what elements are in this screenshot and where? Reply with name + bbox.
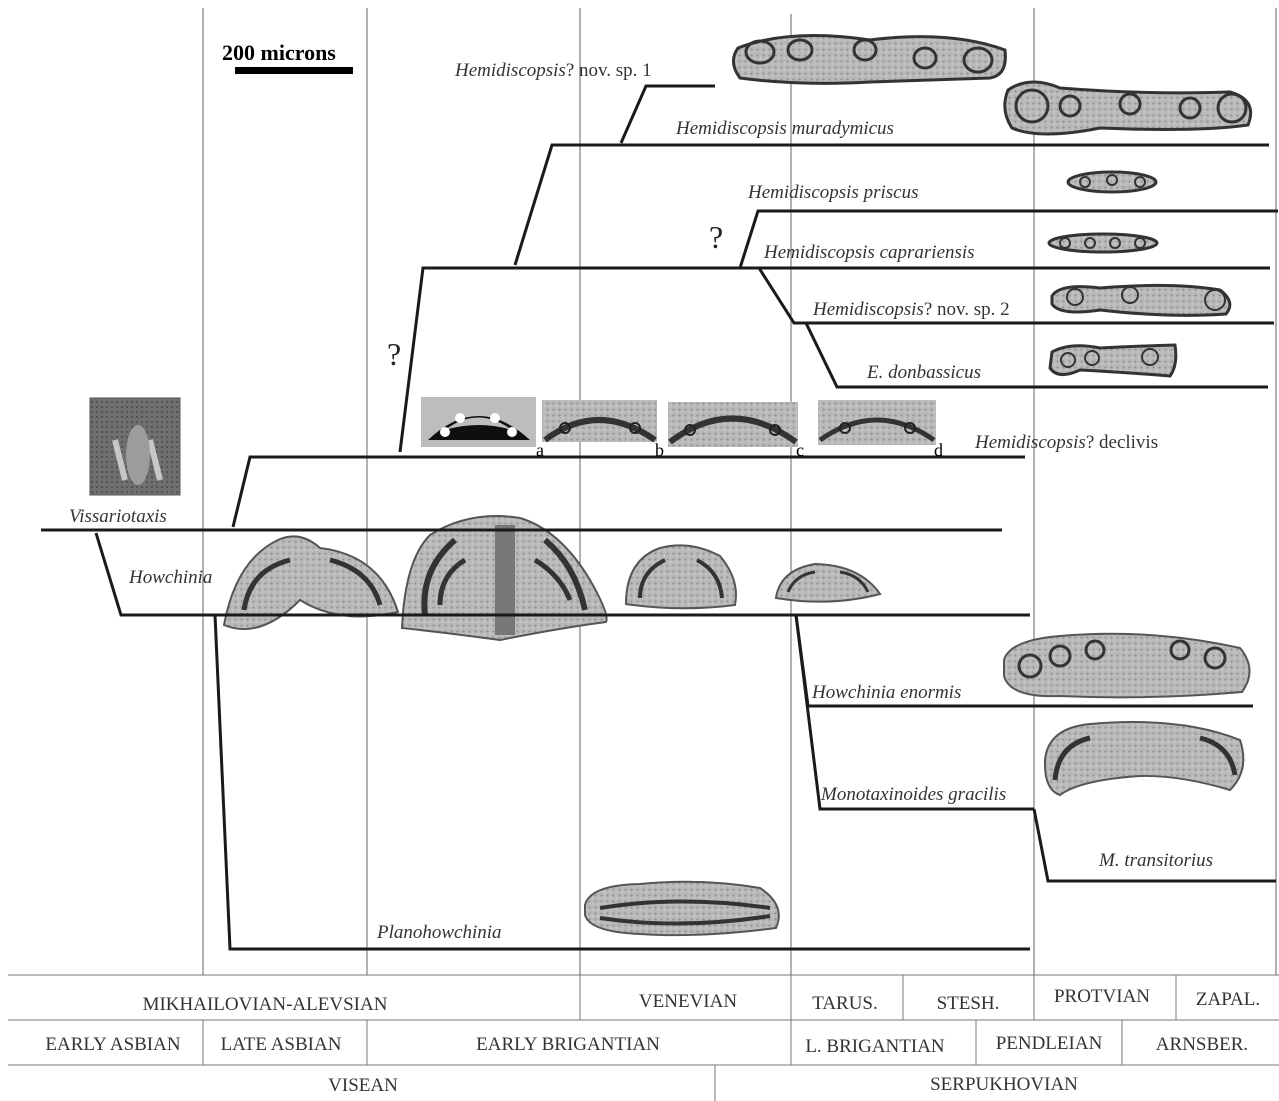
substage-label: L. BRIGANTIAN (805, 1036, 945, 1057)
taxon-label-priscus: Hemidiscopsis priscus (747, 182, 918, 203)
specimen-images (90, 36, 1251, 936)
series-label: SERPUKHOVIAN (930, 1074, 1078, 1095)
scale-bar-label: 200 microns (222, 40, 336, 65)
panel-letter: c (796, 440, 804, 460)
specimen-vissariotaxis (90, 398, 180, 495)
taxon-label-planohowchinia: Planohowchinia (376, 922, 502, 943)
stage-label: PROTVIAN (1054, 986, 1150, 1007)
taxon-label-nov-sp-2: Hemidiscopsis? nov. sp. 2 (812, 299, 1010, 320)
substage-label: PENDLEIAN (996, 1033, 1103, 1054)
specimen-declivis-a (421, 397, 536, 447)
substage-label: EARLY BRIGANTIAN (476, 1034, 660, 1055)
taxon-label-enormis: Howchinia enormis (811, 682, 961, 703)
taxon-label-nov-sp-1: Hemidiscopsis? nov. sp. 1 (454, 60, 652, 81)
specimen-gracilis (1045, 722, 1243, 795)
stage-label: TARUS. (812, 993, 878, 1014)
panel-letter: d (934, 440, 943, 460)
specimen-declivis-d (818, 400, 936, 445)
taxon-label-howchinia: Howchinia (128, 567, 212, 588)
taxon-label-donbassicus: E. donbassicus (866, 362, 981, 383)
specimen-nov-sp-2 (1052, 285, 1230, 315)
specimen-muradymicus (1005, 82, 1251, 134)
specimen-priscus (1068, 172, 1156, 192)
stratigraphic-table: MIKHAILOVIAN-ALEVSIAN VENEVIAN TARUS. ST… (8, 975, 1279, 1101)
specimen-planohowchinia (585, 882, 779, 935)
question-mark: ? (709, 219, 723, 255)
scale-bar: 200 microns (222, 40, 353, 74)
substage-label: LATE ASBIAN (221, 1034, 342, 1055)
question-mark: ? (387, 336, 401, 372)
specimen-enormis (1004, 634, 1250, 698)
taxon-label-declivis: Hemidiscopsis? declivis (974, 432, 1158, 453)
specimen-declivis-c (668, 402, 798, 447)
stage-label: MIKHAILOVIAN-ALEVSIAN (143, 994, 388, 1015)
taxon-label-vissariotaxis: Vissariotaxis (69, 506, 167, 527)
specimen-nov-sp-1 (733, 36, 1005, 84)
lineage-lines (41, 86, 1278, 949)
specimen-howchinia-2 (402, 516, 607, 640)
taxon-label-caprariensis: Hemidiscopsis caprariensis (763, 242, 975, 263)
stage-boundary-lines (203, 8, 1276, 975)
panel-letter: b (655, 440, 664, 460)
panel-letter: a (536, 440, 544, 460)
stage-label: ZAPAL. (1196, 989, 1260, 1010)
taxon-label-transitorius: M. transitorius (1098, 850, 1213, 871)
specimen-howchinia-4 (776, 564, 880, 602)
taxon-label-muradymicus: Hemidiscopsis muradymicus (675, 118, 894, 139)
stage-label: VENEVIAN (639, 991, 737, 1012)
substage-label: ARNSBER. (1156, 1034, 1248, 1055)
series-label: VISEAN (328, 1075, 398, 1096)
specimen-declivis-b (542, 400, 657, 442)
specimen-donbassicus (1050, 345, 1176, 376)
specimen-caprariensis (1049, 234, 1157, 252)
specimen-howchinia-3 (626, 545, 736, 608)
taxon-label-gracilis: Monotaxinoides gracilis (820, 784, 1006, 805)
substage-label: EARLY ASBIAN (45, 1034, 180, 1055)
stage-label: STESH. (937, 993, 1000, 1014)
